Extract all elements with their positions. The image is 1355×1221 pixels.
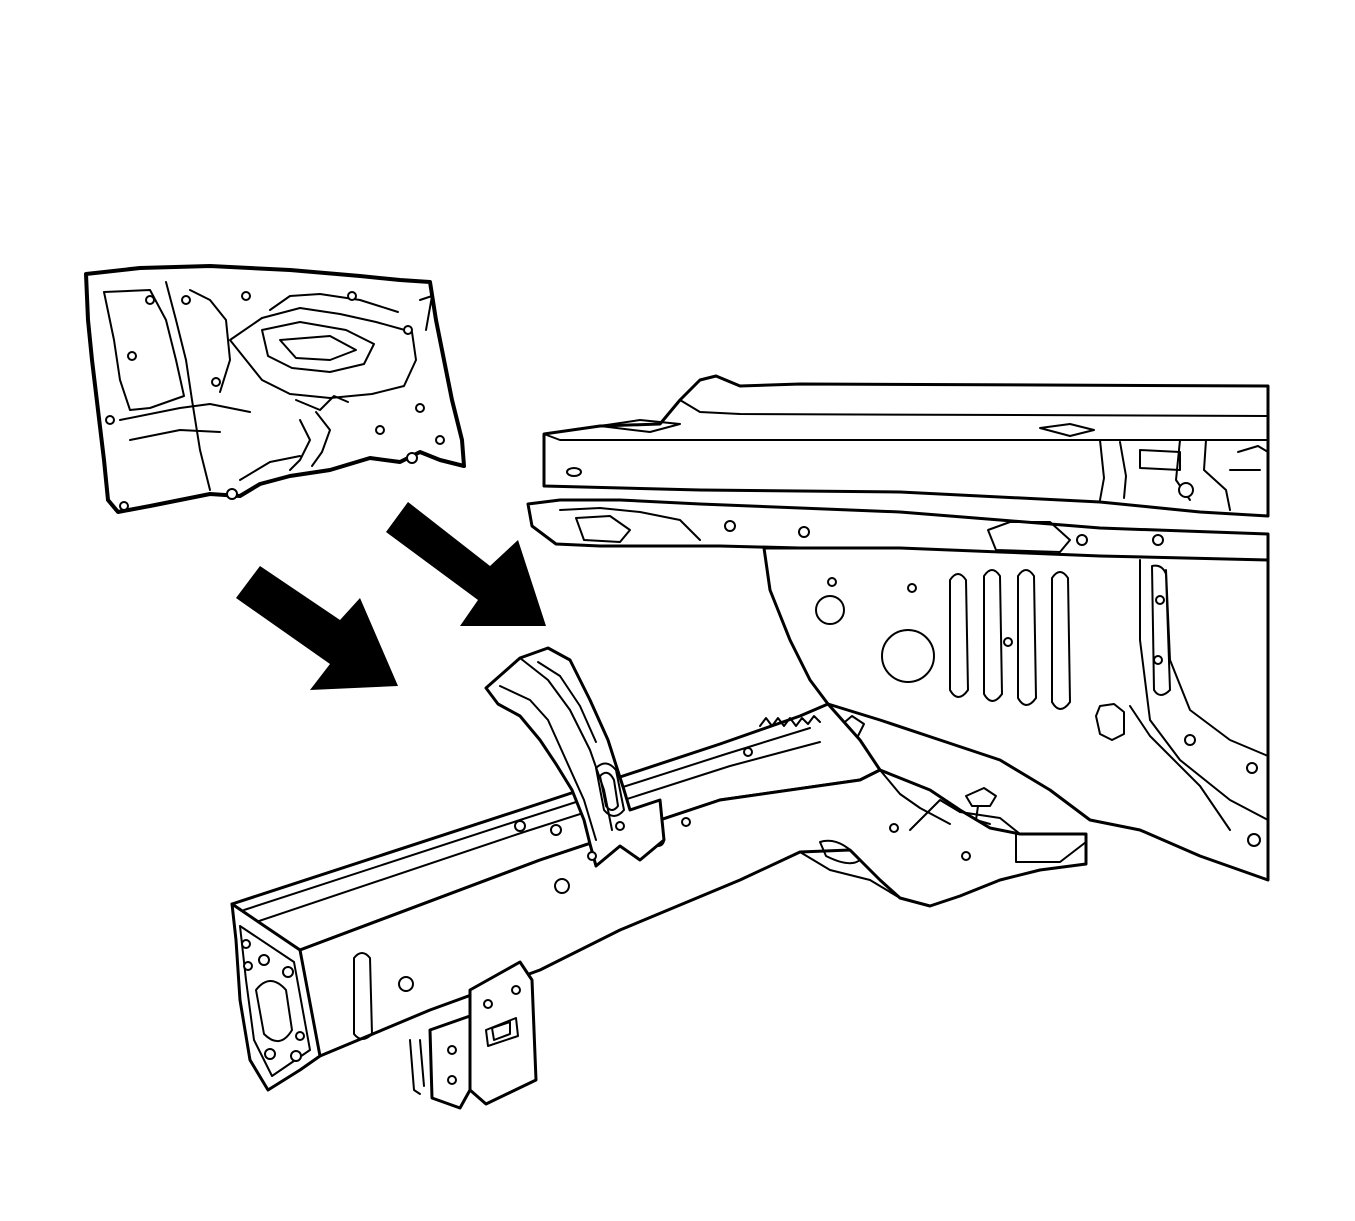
- upper-rail-and-dash-assembly: [526, 374, 1270, 882]
- arrow-upper: [386, 502, 546, 626]
- arrow-lower: [236, 566, 398, 690]
- front-frame-rail: [230, 646, 1088, 1110]
- rail-bolt: [724, 520, 1164, 546]
- insulator-panel: [84, 264, 466, 514]
